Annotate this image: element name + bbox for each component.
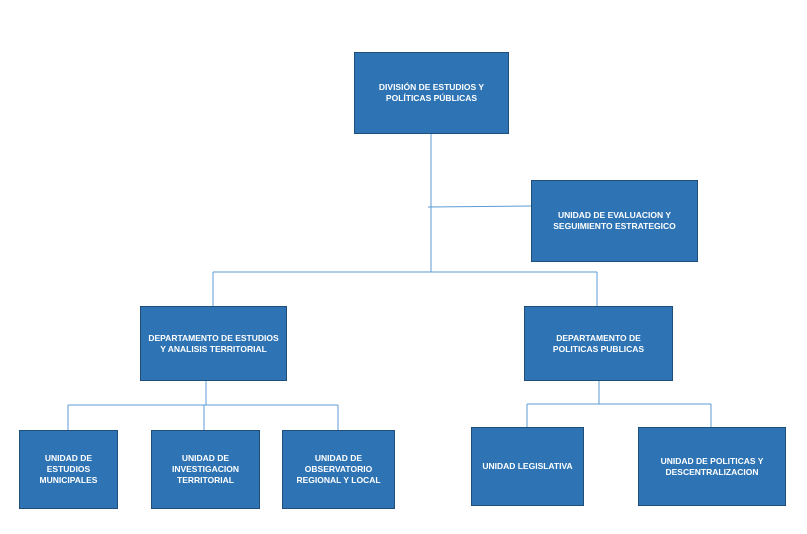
unit-territorial-research-box: UNIDAD DE INVESTIGACION TERRITORIAL [151, 430, 260, 509]
unit-regional-observatory-box: UNIDAD DE OBSERVATORIO REGIONAL Y LOCAL [282, 430, 395, 509]
department-policies-box: DEPARTAMENTO DE POLITICAS PUBLICAS [524, 306, 673, 381]
unit-legislative-box: UNIDAD LEGISLATIVA [471, 427, 584, 506]
evaluation-unit-box: UNIDAD DE EVALUACION Y SEGUIMIENTO ESTRA… [531, 180, 698, 262]
unit-decentralization-box: UNIDAD DE POLITICAS Y DESCENTRALIZACION [638, 427, 786, 506]
division-box: DIVISIÓN DE ESTUDIOS Y POLÍTICAS PÚBLICA… [354, 52, 509, 134]
department-territorial-box: DEPARTAMENTO DE ESTUDIOS Y ANALISIS TERR… [140, 306, 287, 381]
unit-municipal-studies-box: UNIDAD DE ESTUDIOS MUNICIPALES [19, 430, 118, 509]
connector-staff-branch [427, 205, 532, 208]
